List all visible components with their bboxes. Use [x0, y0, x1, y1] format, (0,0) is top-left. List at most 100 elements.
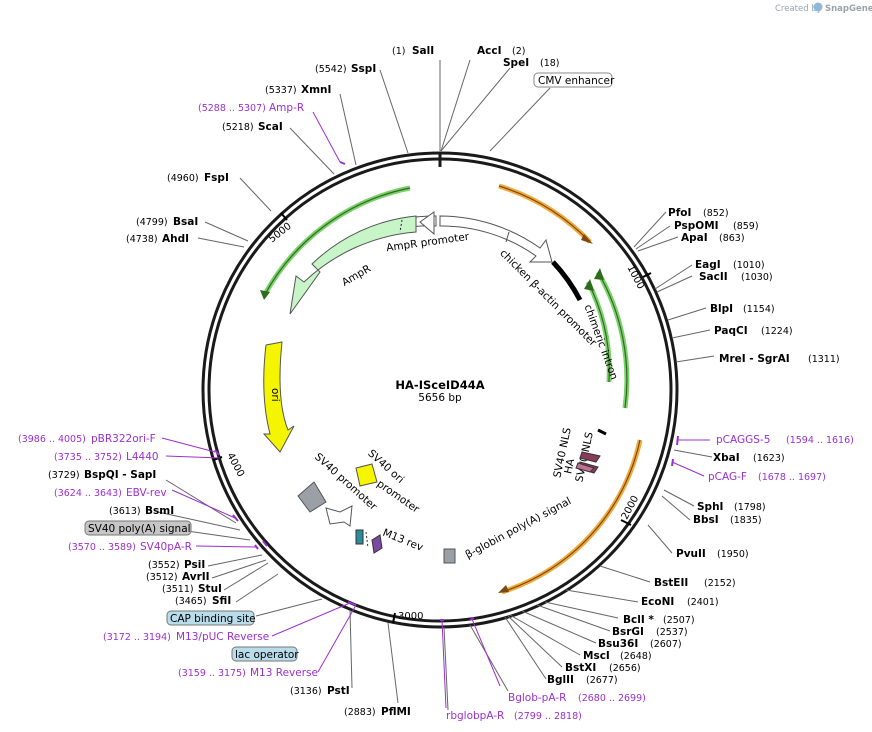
enzyme-label[interactable]: ScaI [258, 121, 283, 133]
feature-label-ori: ori [269, 388, 281, 402]
enzyme-pos: (2677) [586, 675, 618, 686]
enzyme-pos: (1311) [808, 354, 840, 365]
enzyme-pos: (1835) [730, 515, 762, 526]
enzyme-pos: (3511) [162, 584, 194, 595]
enzyme-label[interactable]: Bsu36I [598, 638, 638, 650]
ha-arrow[interactable] [575, 462, 595, 473]
sv40-promoter-block[interactable] [297, 481, 327, 513]
enzyme-pos: (2883) [344, 707, 376, 718]
ori-arrow[interactable] [262, 341, 295, 453]
enzyme-label[interactable]: AccI [477, 45, 501, 57]
primer-pos: (1594 .. 1616) [786, 435, 854, 446]
enzyme-pos: (2152) [704, 578, 736, 589]
bglobin-block[interactable] [443, 548, 456, 564]
primer-leaders [161, 111, 710, 709]
enzyme-label[interactable]: BbsI [693, 514, 719, 526]
primer-pos: (3735 .. 3752) [54, 452, 122, 463]
primer-label[interactable]: pBR322ori-F [91, 433, 156, 445]
enzyme-label[interactable]: FspI [204, 172, 229, 184]
enzyme-label[interactable]: PstI [327, 685, 350, 697]
lac-operator-box[interactable] [231, 646, 298, 662]
cap-site-block[interactable] [355, 529, 364, 545]
enzyme-label[interactable]: PvuII [676, 548, 706, 560]
primer-label[interactable]: SV40pA-R [140, 541, 192, 553]
enzyme-label[interactable]: ApaI [681, 232, 708, 244]
enzyme-label[interactable]: BspQI - SapI [84, 469, 156, 481]
primer-label[interactable]: Bglob-pA-R [508, 692, 566, 704]
enzyme-label[interactable]: MreI - SgrAI [719, 353, 790, 365]
ampr-arrow[interactable] [289, 215, 417, 315]
primer-label[interactable]: EBV-rev [126, 487, 167, 499]
enzyme-pos: (2) [512, 46, 525, 57]
enzyme-label[interactable]: AhdI [162, 233, 189, 245]
enzyme-label[interactable]: EcoNI [641, 596, 674, 608]
sv40-ori-block[interactable] [355, 463, 378, 487]
sv40-polya-box[interactable] [84, 520, 192, 536]
tick-3000: 3000 [392, 611, 423, 624]
enzyme-label[interactable]: BsmI [145, 505, 174, 517]
enzyme-label[interactable]: PsiI [184, 559, 205, 571]
enzyme-pos: (4738) [126, 234, 158, 245]
enzyme-pos: (1623) [753, 453, 785, 464]
primer-label[interactable]: M13 Reverse [250, 667, 318, 679]
enzyme-label[interactable]: EagI [695, 259, 721, 271]
svg-text:3000: 3000 [398, 611, 423, 622]
sv40-nls-arrow-1[interactable] [579, 451, 601, 463]
enzyme-label[interactable]: StuI [198, 583, 222, 595]
feature-label-m13rev: M13 rev [381, 527, 425, 554]
cmv-enhancer-box[interactable] [533, 72, 613, 88]
primer-pos: (2680 .. 2699) [578, 693, 646, 704]
feature-label-bglobin: β-globin poly(A) signal [463, 495, 573, 561]
enzyme-pos: (18) [540, 58, 560, 69]
enzyme-label[interactable]: SalI [412, 45, 434, 57]
enzyme-pos: (3729) [48, 470, 80, 481]
m13-rev-block[interactable] [371, 534, 383, 554]
enzyme-label[interactable]: BglII [547, 674, 574, 686]
primer-label[interactable]: rbglobpA-R [446, 710, 504, 722]
primer-pos: (5288 .. 5307) [198, 103, 266, 114]
enzyme-pos: (1010) [733, 260, 765, 271]
enzyme-label[interactable]: PfoI [668, 207, 691, 219]
cap-binding-site-box[interactable] [166, 610, 255, 626]
enzyme-label[interactable]: BclI * [623, 614, 654, 626]
chicken-promoter-arrow[interactable] [439, 215, 553, 263]
enzyme-label[interactable]: SfiI [212, 595, 231, 607]
enzyme-label[interactable]: SspI [351, 63, 376, 75]
enzyme-label[interactable]: XmnI [301, 84, 331, 96]
enzyme-label[interactable]: SphI [697, 501, 723, 513]
enzyme-label[interactable]: PflMI [381, 706, 411, 718]
ampr-promoter-arrow[interactable] [419, 211, 435, 236]
lac-promoter-arrow[interactable] [325, 505, 353, 527]
enzyme-pos: (1030) [741, 272, 773, 283]
primer-label[interactable]: pCAGGS-5 [716, 434, 770, 446]
plasmid-name: HA-ISceID44A [395, 378, 484, 392]
enzyme-label[interactable]: MscI [583, 650, 610, 662]
enzyme-label[interactable]: PspOMI [674, 220, 719, 232]
enzyme-label[interactable]: AvrII [182, 571, 210, 583]
enzyme-pos: (2507) [663, 615, 695, 626]
enzyme-label[interactable]: BlpI [710, 303, 733, 315]
enzyme-label[interactable]: BstEII [654, 577, 688, 589]
primer-label[interactable]: Amp-R [269, 102, 304, 114]
primer-label[interactable]: M13/pUC Reverse [176, 631, 269, 643]
promoter-bar [551, 260, 583, 302]
primer-label[interactable]: pCAG-F [708, 471, 747, 483]
enzyme-pos: (1224) [761, 326, 793, 337]
enzyme-pos: (1950) [717, 549, 749, 560]
enzyme-label[interactable]: SpeI [503, 57, 529, 69]
enzyme-label[interactable]: BsrGI [612, 626, 644, 638]
primer-label[interactable]: L4440 [126, 451, 159, 463]
enzyme-label[interactable]: PaqCI [714, 325, 748, 337]
enzyme-label[interactable]: SacII [699, 271, 728, 283]
enzyme-label[interactable]: XbaI [713, 452, 740, 464]
enzyme-label[interactable]: BsaI [173, 216, 198, 228]
lac-operator-label: lac operator [235, 649, 299, 661]
enzyme-pos: (3512) [146, 572, 178, 583]
enzyme-pos: (5542) [315, 64, 347, 75]
enzyme-pos: (5337) [265, 85, 297, 96]
primer-pos: (2799 .. 2818) [514, 711, 582, 722]
enzyme-pos: (3613) [109, 506, 141, 517]
enzyme-label[interactable]: BstXI [565, 662, 596, 674]
enzyme-pos: (2537) [656, 627, 688, 638]
